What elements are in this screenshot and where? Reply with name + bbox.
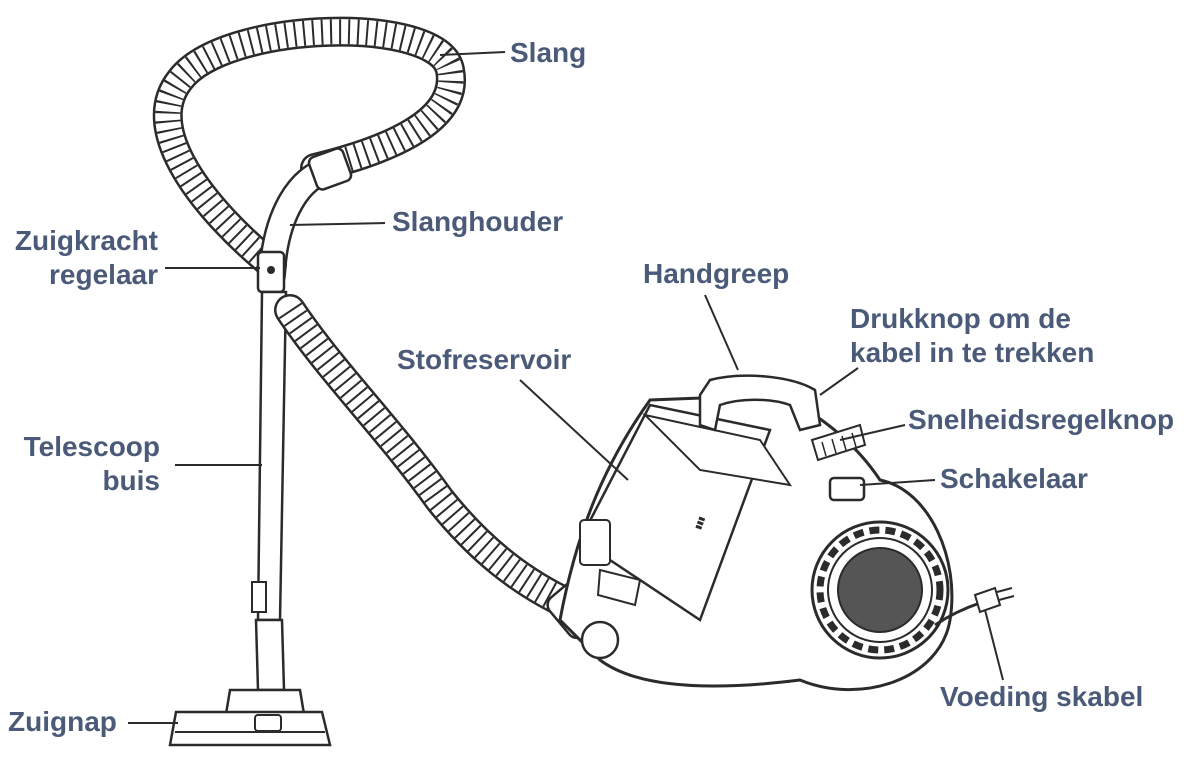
leader-slang [439,51,506,56]
label-telescoop-buis: Telescoop buis [0,430,160,498]
label-snelheidsregelknop: Snelheidsregelknop [908,403,1174,437]
vacuum-body: ▮▮▮ [558,374,954,692]
label-slang: Slang [510,36,586,70]
label-stofreservoir-text: Stofreservoir [397,344,572,375]
hose-handle [256,147,353,294]
label-handgreep: Handgreep [643,257,789,291]
label-zuignap-text: Zuignap [8,706,117,737]
leader-lines [128,51,1004,724]
label-slang-text: Slang [510,37,587,68]
label-zuignap: Zuignap [8,705,117,739]
label-handgreep-text: Handgreep [643,258,790,289]
leader-snelheid [839,424,906,441]
leader-drukknop [819,367,859,396]
label-zuigkracht-line1: Zuigkracht [14,225,158,256]
hose-loop [152,16,466,280]
telescopic-tube [251,290,288,692]
label-zuigkracht-regelaar: Zuigkracht regelaar [0,224,158,292]
floor-nozzle [168,688,332,747]
label-voeding-skabel: Voeding skabel [940,680,1143,714]
label-telescoop-line2: buis [102,465,160,496]
label-drukknop-line2: kabel in te trekken [850,337,1095,368]
leader-handgreep [704,294,739,371]
leader-schakelaar [859,479,936,486]
label-voeding-skabel-text: Voeding skabel [940,681,1144,712]
leader-voeding [984,609,1004,681]
label-telescoop-line1: Telescoop [23,431,160,462]
svg-text:▮▮▮: ▮▮▮ [693,515,706,530]
label-stofreservoir: Stofreservoir [397,343,571,377]
label-zuigkracht-line2: regelaar [49,259,158,290]
label-slanghouder: Slanghouder [392,205,563,239]
label-drukknop: Drukknop om de kabel in te trekken [850,302,1094,370]
label-drukknop-line1: Drukknop om de [850,303,1071,334]
label-schakelaar: Schakelaar [940,462,1088,496]
leader-stofreservoir [519,379,629,481]
power-cable [934,586,1015,627]
label-snelheidsregelknop-text: Snelheidsregelknop [908,404,1175,435]
label-schakelaar-text: Schakelaar [940,463,1088,494]
leader-slanghouder [289,222,386,226]
label-slanghouder-text: Slanghouder [392,206,564,237]
